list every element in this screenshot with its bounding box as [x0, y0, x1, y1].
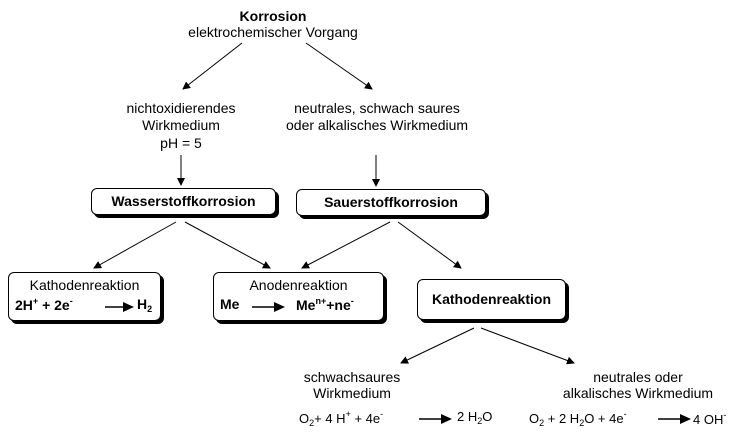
equation-weak-acid: O2+ 4 H+ + 4e-	[299, 409, 384, 428]
anode-product: Men++ne-	[296, 296, 354, 313]
reaction-arrow-icon	[658, 414, 691, 424]
equation-neutral-product: 4 OH-	[693, 410, 727, 427]
anode-reactant: Me	[220, 296, 240, 312]
right-medium-line1: neutrales, schwach saures	[294, 100, 460, 116]
arrow-h2-to-anode	[184, 221, 271, 269]
cathode-left-equation: 2H+ + 2e-	[15, 296, 73, 313]
weak-acid-line2: Wirkmedium	[313, 385, 391, 401]
diagram-subtitle: elektrochemischer Vorgang	[188, 24, 358, 40]
arrow-h2-to-cathode	[93, 221, 177, 269]
cathode-left-product: H2	[137, 296, 153, 314]
cathode-reaction-right-box: Kathodenreaktion	[417, 279, 566, 320]
oxygen-corrosion-box: Sauerstoffkorrosion	[296, 189, 486, 216]
reaction-arrow-icon	[252, 302, 285, 312]
equation-weak-acid-product: 2 H2O	[457, 409, 493, 426]
arrow-cathode-to-weakacid	[400, 327, 475, 364]
arrow-korrosion-left	[182, 42, 243, 90]
arrow-cathode-to-neutral	[480, 327, 575, 365]
arrow-o2-to-anode	[301, 221, 391, 269]
reaction-arrow-icon	[105, 302, 134, 312]
oxygen-corrosion-label: Sauerstoffkorrosion	[324, 194, 458, 210]
anode-title: Anodenreaktion	[249, 277, 348, 293]
hydrogen-corrosion-label: Wasserstoffkorrosion	[111, 193, 256, 209]
left-medium-line3: pH = 5	[160, 135, 202, 151]
left-medium-line2: Wirkmedium	[142, 117, 220, 133]
arrow-o2-to-cathode	[397, 221, 462, 269]
equation-neutral: O2 + 2 H2O + 4e-	[529, 409, 627, 428]
left-medium-line1: nichtoxidierendes	[126, 100, 236, 116]
reaction-arrow-icon	[419, 414, 452, 424]
weak-acid-line1: schwachsaures	[303, 369, 401, 385]
right-medium-line2: oder alkalisches Wirkmedium	[286, 117, 469, 133]
cathode-right-title: Kathodenreaktion	[431, 291, 551, 307]
cathode-left-title: Kathodenreaktion	[29, 277, 140, 293]
hydrogen-corrosion-box: Wasserstoffkorrosion	[91, 188, 276, 215]
diagram-title: Korrosion	[239, 8, 307, 24]
anode-reaction-box: Anodenreaktion Me Men++ne-	[213, 272, 384, 321]
arrow-korrosion-right	[305, 42, 373, 90]
neutral-alkaline-line1: neutrales oder	[593, 369, 683, 385]
neutral-alkaline-line2: alkalisches Wirkmedium	[562, 385, 714, 401]
cathode-reaction-left-box: Kathodenreaktion 2H+ + 2e- H2	[8, 272, 161, 321]
